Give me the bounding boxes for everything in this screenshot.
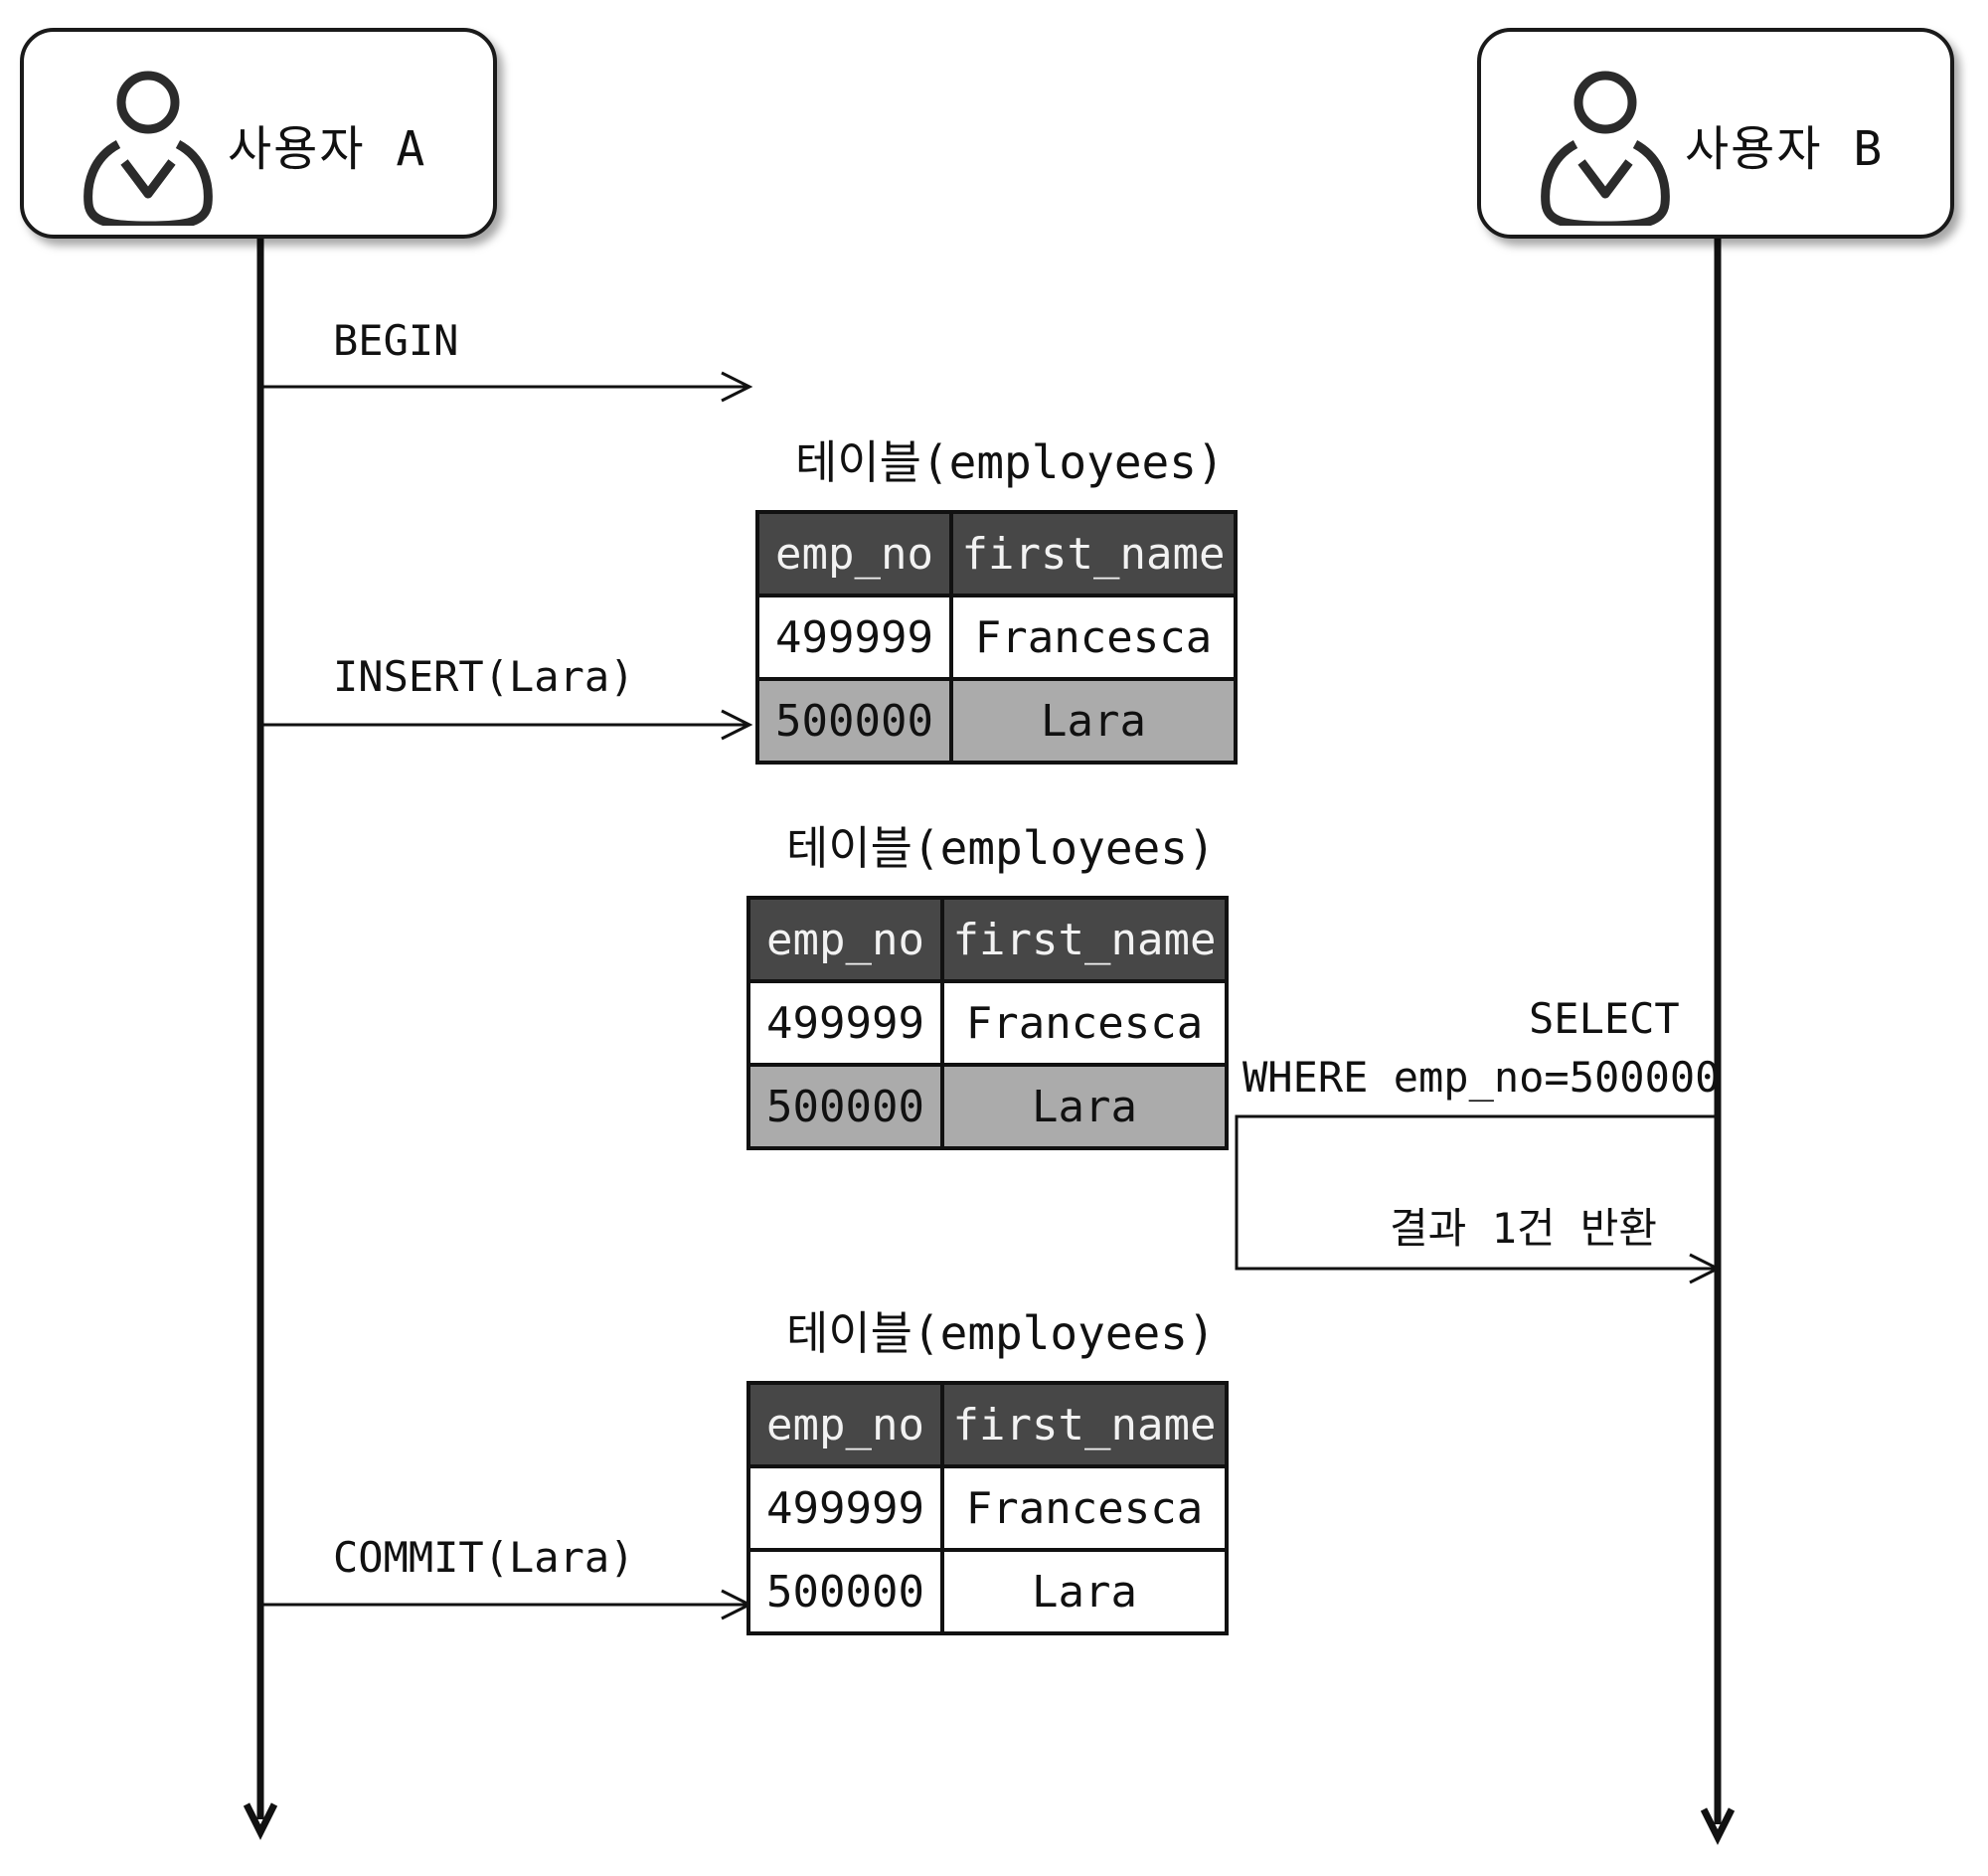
header-emp-no: emp_no <box>746 896 944 983</box>
employees-table-2: emp_no first_name 499999 Francesca 50000… <box>746 896 1229 1150</box>
begin-arrowhead <box>721 371 753 403</box>
table-header-row: emp_no first_name <box>746 896 1229 983</box>
table-row-highlighted: 500000 Lara <box>755 677 1238 765</box>
insert-label: INSERT(Lara) <box>333 652 635 701</box>
user-icon <box>1541 71 1670 226</box>
cell-emp-no: 500000 <box>746 1548 944 1635</box>
table-3-title: 테이블(employees) <box>786 1306 1216 1360</box>
header-first-name: first_name <box>940 896 1229 983</box>
select-result-path <box>1235 1114 1718 1271</box>
table-1-title: 테이블(employees) <box>795 435 1225 489</box>
user-icon <box>83 71 213 226</box>
select-label-line1: SELECT <box>1529 994 1680 1043</box>
begin-label: BEGIN <box>333 316 459 365</box>
table-row: 499999 Francesca <box>746 1464 1229 1552</box>
header-first-name: first_name <box>940 1381 1229 1468</box>
actor-a-box: 사용자 A <box>20 28 497 239</box>
cell-first-name: Lara <box>949 677 1238 765</box>
actor-b-box: 사용자 B <box>1477 28 1954 239</box>
cell-first-name: Lara <box>940 1548 1229 1635</box>
select-label-line2: WHERE emp_no=500000 <box>1242 1053 1721 1102</box>
table-header-row: emp_no first_name <box>746 1381 1229 1468</box>
cell-first-name: Francesca <box>949 594 1238 681</box>
employees-table-1: emp_no first_name 499999 Francesca 50000… <box>755 510 1238 765</box>
insert-arrowhead <box>721 709 753 741</box>
commit-label: COMMIT(Lara) <box>333 1533 635 1582</box>
cell-first-name: Francesca <box>940 1464 1229 1552</box>
table-2-title: 테이블(employees) <box>786 821 1216 875</box>
table-row-highlighted: 500000 Lara <box>746 1063 1229 1150</box>
table-row: 500000 Lara <box>746 1548 1229 1635</box>
cell-first-name: Lara <box>940 1063 1229 1150</box>
result-label: 결과 1건 반환 <box>1390 1204 1658 1253</box>
employees-table-3: emp_no first_name 499999 Francesca 50000… <box>746 1381 1229 1635</box>
result-arrowhead <box>1689 1253 1722 1284</box>
actor-b-name: 사용자 B <box>1685 121 1885 177</box>
table-header-row: emp_no first_name <box>755 510 1238 597</box>
header-emp-no: emp_no <box>755 510 953 597</box>
actor-a-name: 사용자 A <box>228 121 427 177</box>
cell-emp-no: 499999 <box>746 979 944 1067</box>
cell-emp-no: 500000 <box>755 677 953 765</box>
cell-emp-no: 499999 <box>755 594 953 681</box>
header-emp-no: emp_no <box>746 1381 944 1468</box>
cell-emp-no: 500000 <box>746 1063 944 1150</box>
cell-first-name: Francesca <box>940 979 1229 1067</box>
cell-emp-no: 499999 <box>746 1464 944 1552</box>
table-row: 499999 Francesca <box>746 979 1229 1067</box>
lifeline-a-arrowhead <box>243 1802 278 1840</box>
header-first-name: first_name <box>949 510 1238 597</box>
lifeline-b-arrowhead <box>1700 1807 1736 1845</box>
table-row: 499999 Francesca <box>755 594 1238 681</box>
